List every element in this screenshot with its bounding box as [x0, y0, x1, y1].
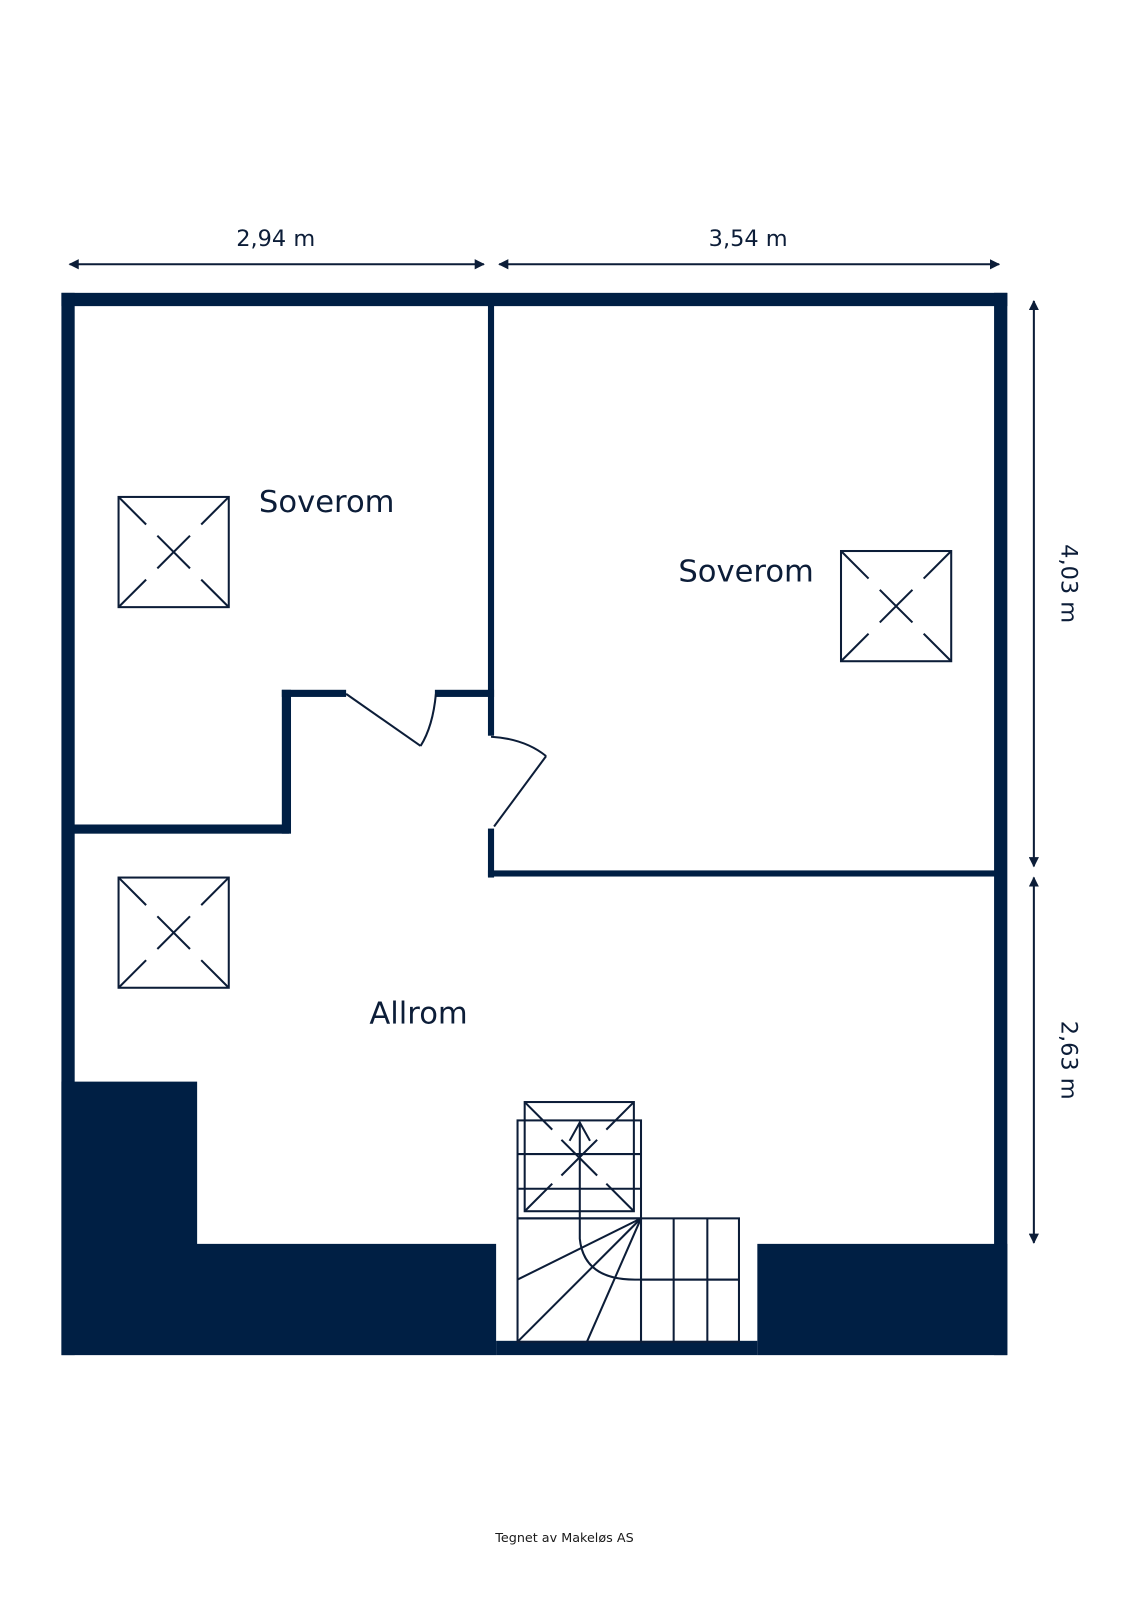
- staircase-icon: [516, 1101, 740, 1343]
- dimension-label-width-left: 2,94 m: [236, 226, 315, 252]
- dimension-label-width-right: 3,54 m: [709, 226, 788, 252]
- room-label-bedroom-right: Soverom: [678, 555, 814, 590]
- dimension-top-left: 2,94 m: [68, 226, 485, 270]
- skylight-window-icon: [117, 876, 230, 989]
- skylight-window-icon: [839, 550, 953, 663]
- room-label-bedroom-left: Soverom: [259, 485, 395, 520]
- footer-credit: Tegnet av Makeløs AS: [494, 1531, 633, 1546]
- door-top-left-bedroom: [345, 693, 437, 747]
- skylight-window-icon: [117, 495, 230, 609]
- room-label-living: Allrom: [369, 996, 467, 1031]
- door-top-right-bedroom: [490, 735, 547, 828]
- dimension-right-lower: 2,63 m: [1028, 876, 1081, 1244]
- dimension-label-height-upper: 4,03 m: [1055, 544, 1081, 623]
- dimension-top-right: 3,54 m: [498, 226, 1001, 270]
- dimension-right-upper: 4,03 m: [1028, 300, 1081, 868]
- interior-walls: [69, 298, 999, 878]
- outer-walls: [61, 292, 1008, 1356]
- dimension-label-height-lower: 2,63 m: [1055, 1021, 1081, 1100]
